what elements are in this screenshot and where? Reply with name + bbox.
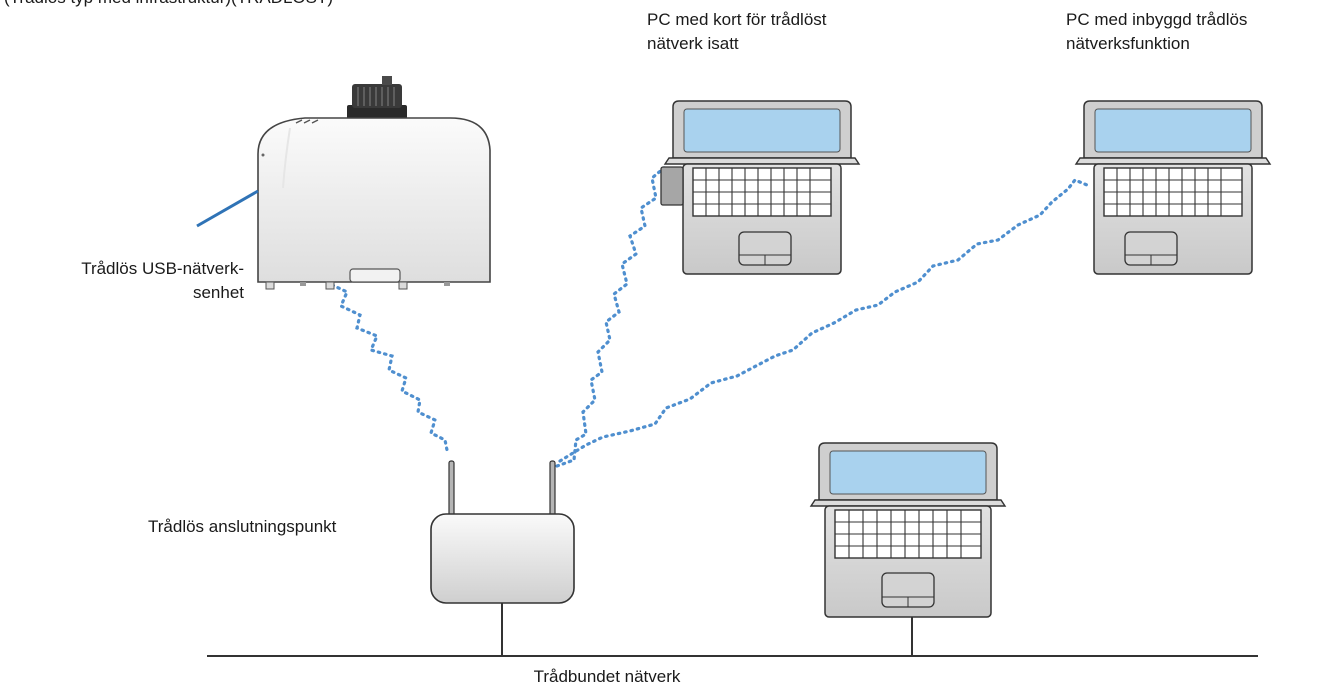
- label-pc-builtin-line2: nätverksfunktion: [1066, 34, 1190, 53]
- projector: [196, 76, 491, 290]
- label-pc-card-line2: nätverk isatt: [647, 34, 739, 53]
- laptop-wired: [809, 442, 1007, 618]
- laptop-builtin-screen: [1094, 108, 1252, 153]
- laptop-wired-screen: [829, 450, 987, 495]
- signal-ap-to-pc-builtin: [558, 178, 1089, 463]
- signal-ap-to-pc-card: [555, 166, 666, 468]
- label-usb-unit-line1: Trådlös USB-nätverk-: [81, 259, 244, 278]
- label-wired-network: Trådbundet nätverk: [533, 667, 681, 686]
- wireless-card: [660, 166, 684, 206]
- header-text-cut: (Trådlös typ med infrastruktur)(TRÅDLÖST…: [4, 0, 333, 10]
- projector-body: [257, 117, 491, 283]
- laptop-card: [660, 100, 861, 275]
- antenna-right: [549, 460, 556, 520]
- laptop-card-screen: [683, 108, 841, 153]
- label-pc-card-line1: PC med kort för trådlöst: [647, 10, 827, 29]
- usb-unit-leader-line: [196, 189, 259, 228]
- label-pc-builtin: PC med inbyggd trådlös nätverksfunktion: [1066, 8, 1247, 56]
- label-access-point: Trådlös anslutningspunkt: [148, 517, 337, 536]
- wired-network: [207, 602, 1258, 657]
- antenna-left: [448, 460, 455, 520]
- access-point: [430, 460, 575, 604]
- projector-lens-mount: [347, 105, 407, 119]
- laptop-builtin: [1074, 100, 1272, 275]
- label-pc-builtin-line1: PC med inbyggd trådlös: [1066, 10, 1248, 29]
- access-point-body: [430, 513, 575, 604]
- label-usb-unit: Trådlös USB-nätverk- senhet: [30, 257, 244, 305]
- label-usb-unit-line2: senhet: [192, 283, 244, 302]
- projector-handle: [349, 268, 401, 283]
- label-pc-card: PC med kort för trådlöst nätverk isatt: [647, 8, 827, 56]
